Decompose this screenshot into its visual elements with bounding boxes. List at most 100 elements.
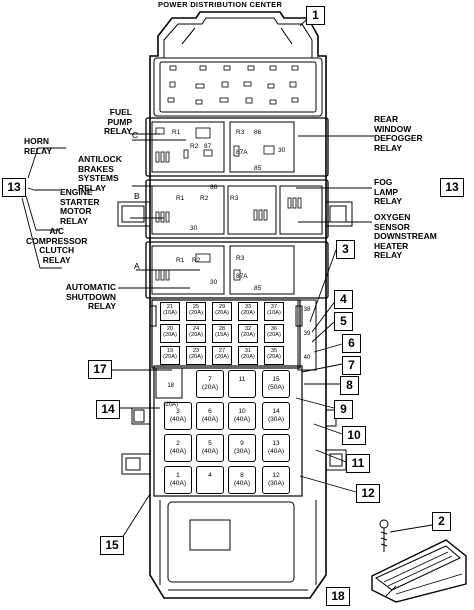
label-o2-heater-relay: OXYGEN SENSOR DOWNSTREAM HEATER RELAY bbox=[374, 212, 437, 260]
relay-87a-a: 87A bbox=[236, 273, 248, 280]
mini-fuse: 28(15A) bbox=[212, 324, 232, 343]
mini-fuse: 29(20A) bbox=[212, 302, 232, 321]
label-rear-defogger-relay: REAR WINDOW DEFOGGER RELAY bbox=[374, 114, 423, 153]
maxi-fuse-rating: (40A) bbox=[267, 448, 285, 455]
maxi-fuse-number: 6 bbox=[208, 408, 212, 415]
maxi-fuse: 4 bbox=[196, 466, 224, 494]
section-letter-a: A bbox=[134, 261, 140, 271]
relay-87a-c: 87A bbox=[236, 149, 248, 156]
mini-fuse-number: 29 bbox=[218, 304, 226, 310]
maxi-fuse-rating: (40A) bbox=[233, 480, 251, 487]
callout-4: 4 bbox=[334, 290, 353, 309]
mini-fuse-rating: (20A) bbox=[189, 332, 203, 339]
maxi-fuse-number: 3 bbox=[176, 408, 180, 415]
callout-9: 9 bbox=[334, 400, 353, 419]
mini-fuse-number: 25 bbox=[192, 304, 200, 310]
mini-fuse-number: 33 bbox=[244, 304, 252, 310]
maxi-fuse-rating: (40A) bbox=[169, 480, 187, 487]
maxi-fuse-number: 15 bbox=[272, 376, 280, 383]
maxi-fuse-number: 11 bbox=[238, 376, 246, 383]
callout-11: 11 bbox=[346, 454, 370, 473]
callout-2: 2 bbox=[432, 512, 451, 531]
maxi-fuse: 5(40A) bbox=[196, 434, 224, 462]
maxi-fuse: 10(40A) bbox=[228, 402, 256, 430]
mini-fuse: 35(20A) bbox=[264, 346, 284, 365]
callout-6: 6 bbox=[342, 334, 361, 353]
relay-section-c bbox=[145, 117, 329, 177]
maxi-fuse-rating: (40A) bbox=[233, 416, 251, 423]
label-horn-relay: HORN RELAY bbox=[24, 136, 53, 156]
mini-fuse-rating: (20A) bbox=[267, 354, 281, 361]
mini-fuse-rating: (20A) bbox=[241, 310, 255, 317]
maxi-fuse: 1(40A) bbox=[164, 466, 192, 494]
mini-fuse: 20(20A) bbox=[160, 324, 180, 343]
maxi-fuse-number: 4 bbox=[208, 472, 212, 479]
side-fuse-number: 18 bbox=[167, 382, 175, 389]
relay-a-right bbox=[229, 245, 295, 295]
mini-fuse-rating: (10A) bbox=[267, 310, 281, 317]
relay-30-a: 30 bbox=[210, 279, 218, 286]
maxi-fuse-number: 1 bbox=[176, 472, 180, 479]
callout-5: 5 bbox=[334, 312, 353, 331]
maxi-fuse: 11 bbox=[228, 370, 256, 398]
mini-fuse-number: 36 bbox=[270, 326, 278, 332]
maxi-fuse-number: 5 bbox=[208, 440, 212, 447]
relay-r3-a: R3 bbox=[236, 255, 245, 262]
mini-fuse: 32(20A) bbox=[238, 324, 258, 343]
mini-fuse-rating: (20A) bbox=[189, 354, 203, 361]
mini-fuse: 37(10A) bbox=[264, 302, 284, 321]
maxi-fuse-number: 2 bbox=[176, 440, 180, 447]
right-fuse-40: 40 bbox=[303, 355, 311, 361]
relay-86-b: 86 bbox=[210, 184, 218, 191]
mini-fuse: 27(20A) bbox=[212, 346, 232, 365]
maxi-fuse-rating: (40A) bbox=[201, 448, 219, 455]
leader-lines bbox=[21, 19, 433, 597]
relay-r1-c: R1 bbox=[172, 129, 181, 136]
pdc-cover bbox=[371, 539, 467, 603]
relay-r1-a: R1 bbox=[176, 257, 185, 264]
callout-18: 18 bbox=[326, 587, 350, 606]
relay-r1-b: R1 bbox=[176, 195, 185, 202]
relay-c-right bbox=[229, 121, 295, 173]
maxi-fuse: 2(40A) bbox=[164, 434, 192, 462]
mini-fuse: 24(20A) bbox=[186, 324, 206, 343]
mini-fuse-number: 20 bbox=[166, 326, 174, 332]
maxi-fuse: 7(20A) bbox=[196, 370, 224, 398]
label-fog-lamp-relay: FOG LAMP RELAY bbox=[374, 177, 403, 206]
relay-r3-c: R3 bbox=[236, 129, 245, 136]
mini-fuse-rating: (15A) bbox=[215, 332, 229, 339]
section-letter-b: B bbox=[134, 191, 140, 201]
relay-87-c: 87 bbox=[204, 143, 212, 150]
relay-30-c: 30 bbox=[278, 147, 286, 154]
maxi-fuse-number: 8 bbox=[240, 472, 244, 479]
maxi-fuse: 12(30A) bbox=[262, 466, 290, 494]
maxi-fuse: 9(30A) bbox=[228, 434, 256, 462]
label-asd-relay: AUTOMATIC SHUTDOWN RELAY bbox=[65, 282, 116, 311]
callout-1: 1 bbox=[306, 6, 325, 25]
right-fuse-39: 39 bbox=[303, 331, 311, 337]
maxi-fuse-rating: (20A) bbox=[201, 384, 219, 391]
bottom-cavity bbox=[167, 501, 295, 583]
relay-b-mid bbox=[227, 185, 277, 235]
label-ac-clutch-relay: A/C COMPRESSOR CLUTCH RELAY bbox=[26, 226, 88, 265]
maxi-fuse: 14(30A) bbox=[262, 402, 290, 430]
mini-fuse-number: 21 bbox=[166, 304, 174, 310]
maxi-fuse-number: 13 bbox=[272, 440, 280, 447]
mini-fuse-number: 31 bbox=[244, 348, 252, 354]
mini-fuse-rating: (20A) bbox=[267, 332, 281, 339]
top-terminals bbox=[167, 65, 299, 105]
callout-8: 8 bbox=[340, 376, 359, 395]
mini-fuse-number: 35 bbox=[270, 348, 278, 354]
mini-fuse-rating: (10A) bbox=[163, 310, 177, 317]
pdc-housing-inner bbox=[163, 17, 313, 59]
relay-r3-b: R3 bbox=[230, 195, 239, 202]
mini-fuse: 33(20A) bbox=[238, 302, 258, 321]
maxi-fuse-number: 10 bbox=[238, 408, 246, 415]
mini-fuse-rating: (20A) bbox=[241, 354, 255, 361]
maxi-fuse-rating: (30A) bbox=[267, 480, 285, 487]
mini-fuse-number: 19 bbox=[166, 348, 174, 354]
mini-fuse-rating: (20A) bbox=[163, 354, 177, 361]
relay-section-b bbox=[145, 179, 329, 239]
mini-fuse-frame bbox=[151, 299, 301, 369]
diagram-title: POWER DISTRIBUTION CENTER bbox=[158, 0, 283, 9]
